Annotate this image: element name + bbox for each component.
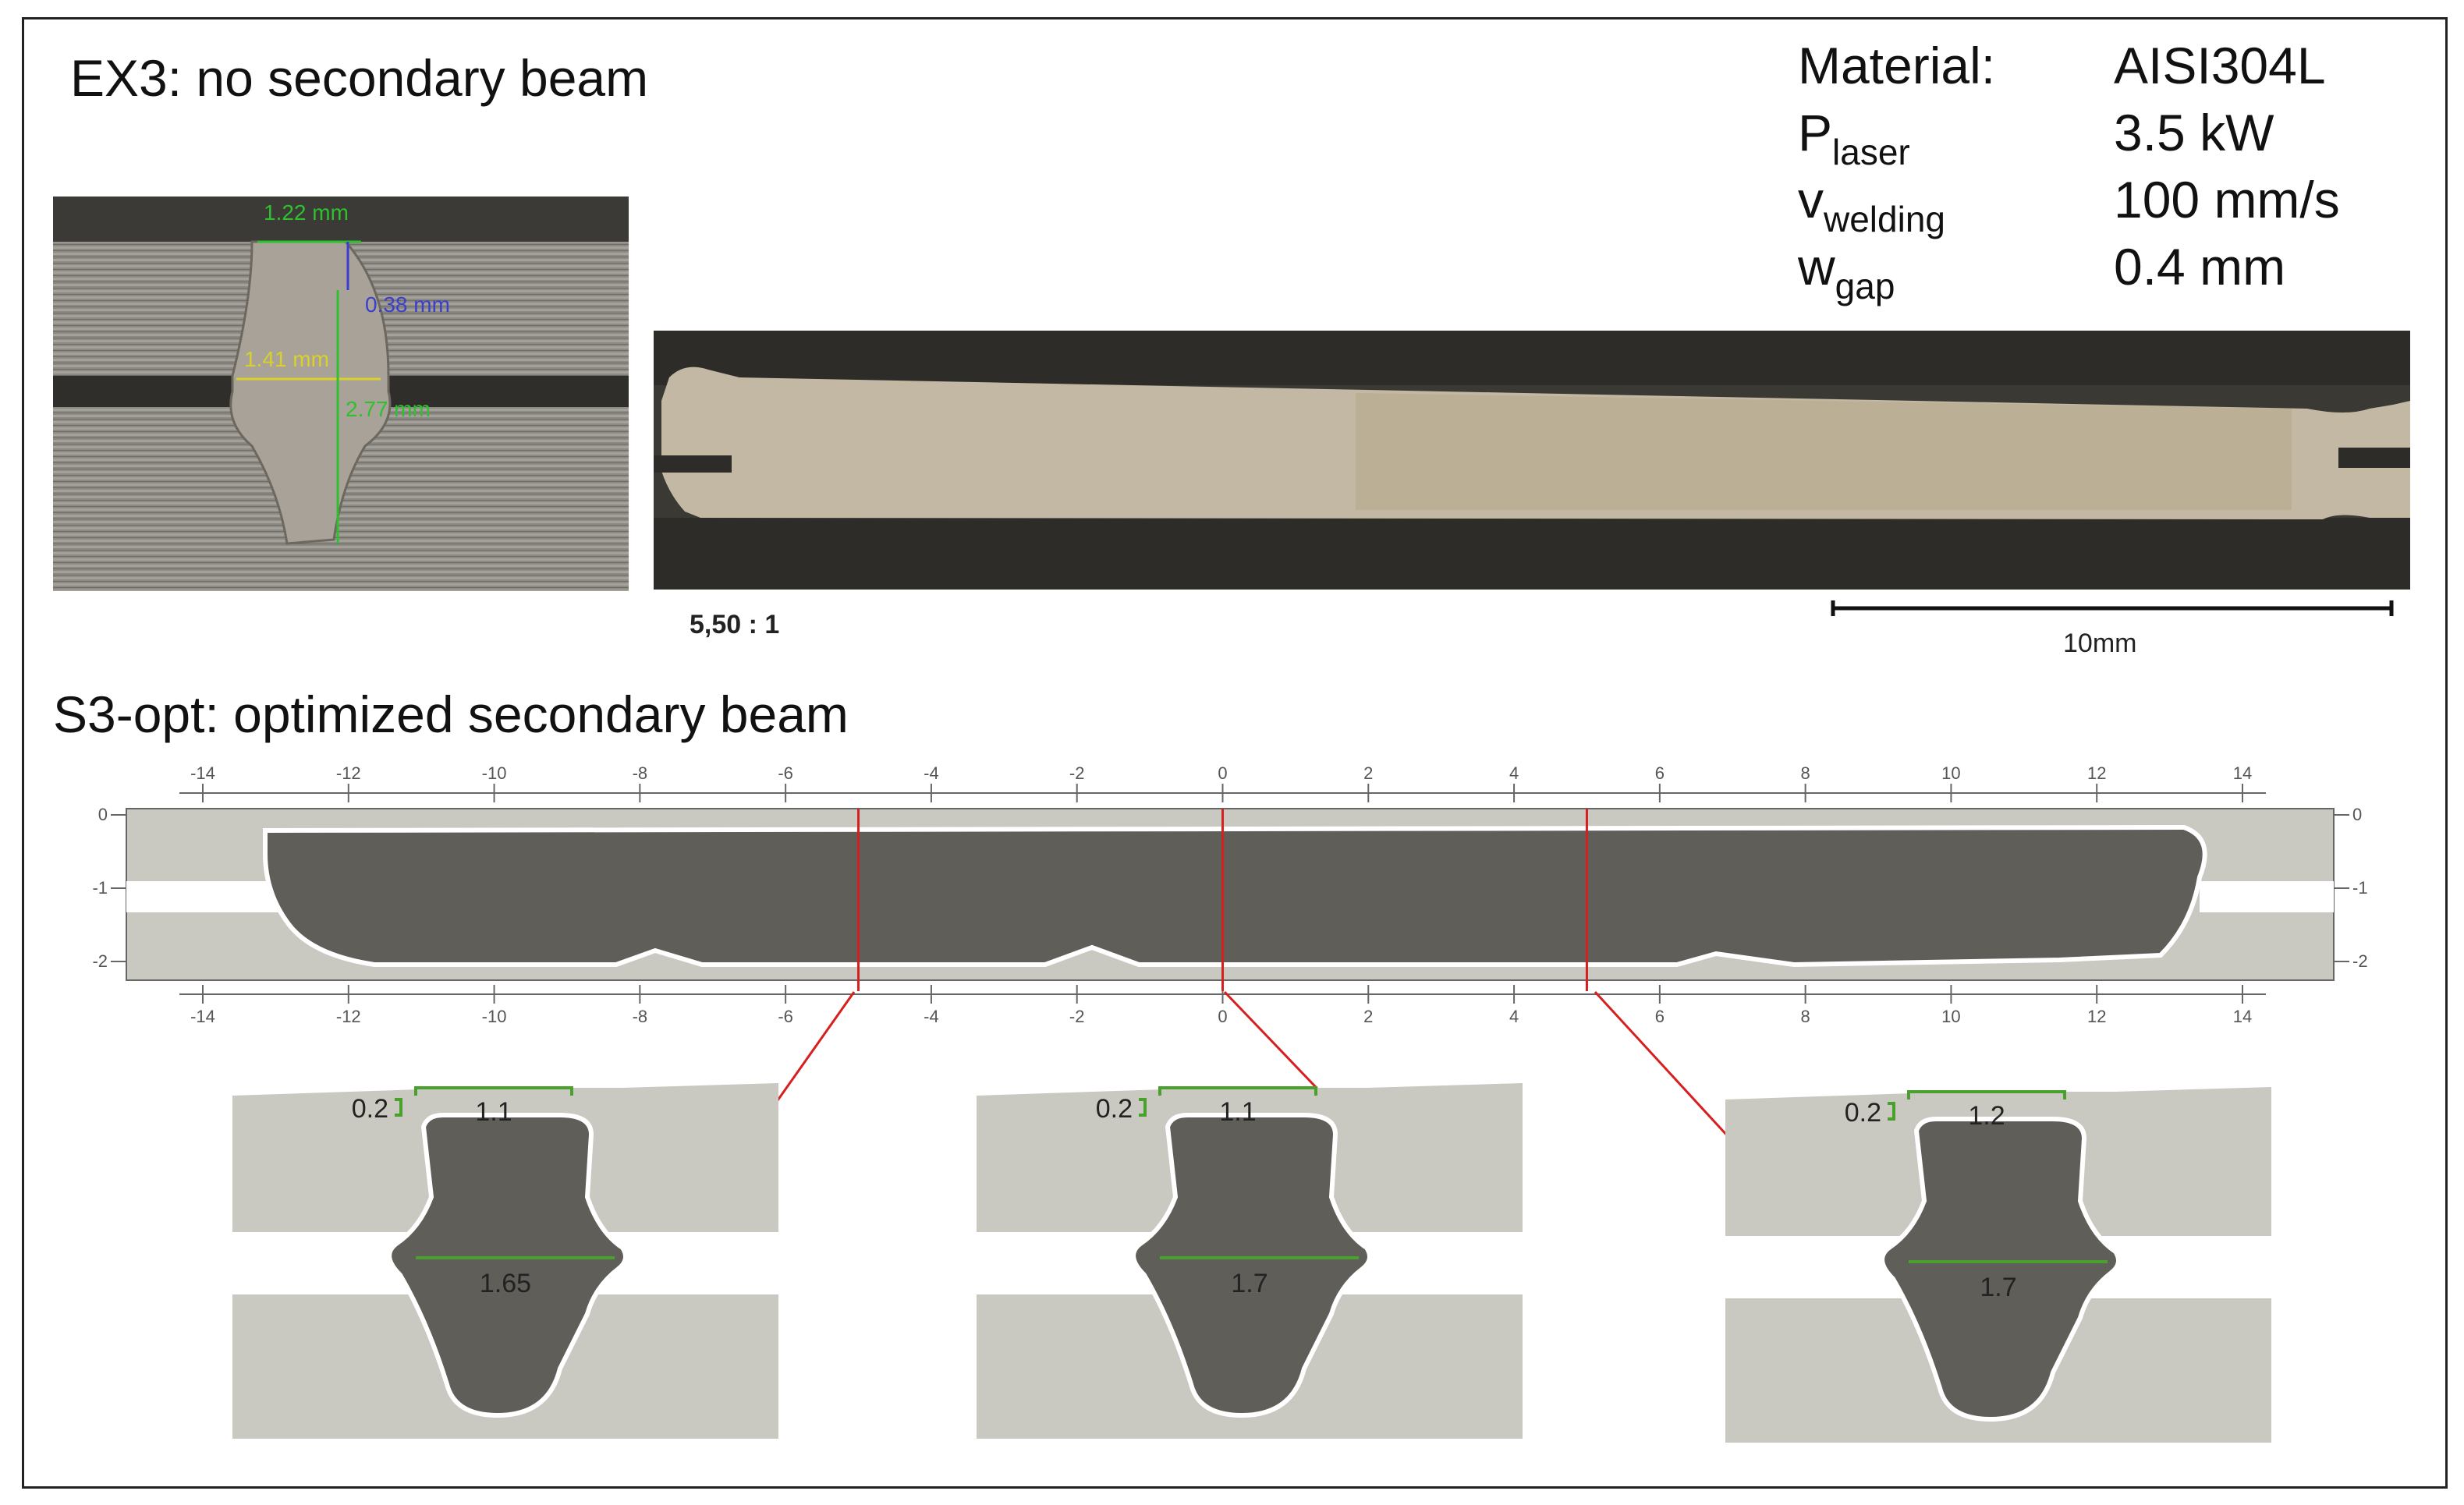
x-tick-label-bottom: -14 [190, 1007, 215, 1026]
x-tick-label-bottom: 4 [1509, 1007, 1519, 1026]
x-tick-label-bottom: -10 [482, 1007, 507, 1026]
mid-width-label: 1.7 [1980, 1273, 2016, 1302]
top-offset-label: 0.2 [1845, 1098, 1881, 1128]
x-tick-label-top: -4 [924, 763, 939, 783]
weld-cross-section [1131, 1113, 1372, 1418]
cross-section-1: 0.2 1.1 1.65 [232, 1083, 778, 1439]
param-material-value: AISI304L [2114, 37, 2326, 94]
x-tick-label-top: 4 [1509, 763, 1519, 783]
weld-cross-section [1880, 1117, 2121, 1422]
y-tick-label-left: -2 [92, 951, 108, 971]
param-welding-label: vwelding [1798, 171, 1945, 239]
cross-section-3: 0.2 1.2 1.7 [1725, 1087, 2271, 1443]
top-offset-bracket [1888, 1102, 1895, 1121]
mid-width-label: 1.7 [1231, 1269, 1267, 1298]
x-tick-label-top: -12 [336, 763, 361, 783]
scale-bar-label: 10mm [2063, 629, 2137, 658]
section-markers [857, 809, 1588, 991]
x-tick-label-top: 10 [1941, 763, 1960, 783]
ex3-depth-label: 2.77 mm [346, 397, 431, 421]
y-axis: 0 0 -1 -1 -2 -2 [92, 805, 2367, 971]
param-gap-value: 0.4 mm [2114, 238, 2286, 296]
magnification-label: 5,50 : 1 [690, 610, 780, 639]
param-material-label: Material: [1798, 37, 1996, 94]
x-tick-label-top: 12 [2087, 763, 2106, 783]
x-tick-label-bottom: -12 [336, 1007, 361, 1026]
x-tick-label-bottom: 2 [1363, 1007, 1373, 1026]
top-offset-bracket [1139, 1098, 1147, 1117]
x-tick-label-top: -10 [482, 763, 507, 783]
ex3-mid-width-label: 1.41 mm [244, 347, 329, 371]
x-tick-label-bottom: -6 [778, 1007, 793, 1026]
scale-bar [1831, 600, 2394, 616]
x-tick-label-top: -6 [778, 763, 793, 783]
ex3-title: EX3: no secondary beam [70, 49, 649, 107]
top-offset-label: 0.2 [352, 1094, 388, 1124]
x-tick-label-top: 2 [1363, 763, 1373, 783]
ex3-cross-section-micrograph: 1.22 mm 0.38 mm 1.41 mm 2.77 mm [53, 197, 629, 591]
x-tick-label-bottom: 0 [1218, 1007, 1227, 1026]
x-axis-bottom: -14 -12 -10 -8 -6 -4 -2 0 2 4 6 8 10 12 14 [179, 985, 2266, 1026]
mid-width-label: 1.65 [480, 1269, 531, 1298]
ex3-top-height-label: 0.38 mm [365, 292, 450, 317]
x-tick-label-top: 0 [1218, 763, 1227, 783]
param-welding-value: 100 mm/s [2114, 171, 2340, 228]
top-width-label: 1.1 [1219, 1097, 1256, 1127]
x-tick-label-bottom: 14 [2233, 1007, 2252, 1026]
top-width-bracket [414, 1086, 573, 1096]
top-offset-bracket [395, 1098, 402, 1117]
param-laser-value: 3.5 kW [2114, 104, 2274, 161]
ex3-longitudinal-micrograph [654, 331, 2410, 590]
y-tick-label-left: 0 [98, 805, 108, 824]
param-gap-label: wgap [1798, 238, 1895, 306]
x-tick-label-bottom: -2 [1069, 1007, 1085, 1026]
x-tick-label-top: 14 [2233, 763, 2252, 783]
top-width-bracket [1907, 1090, 2066, 1100]
x-tick-label-top: -8 [633, 763, 648, 783]
top-width-bracket [1158, 1086, 1317, 1096]
ex3-top-width-label: 1.22 mm [264, 200, 349, 225]
x-tick-label-bottom: 8 [1801, 1007, 1810, 1026]
x-tick-label-bottom: -8 [633, 1007, 648, 1026]
s3opt-title: S3-opt: optimized secondary beam [53, 685, 849, 743]
x-tick-label-bottom: 12 [2087, 1007, 2106, 1026]
y-tick-label-right: -2 [2352, 951, 2368, 971]
x-tick-label-top: 8 [1801, 763, 1810, 783]
gap-right [2200, 881, 2334, 912]
param-laser-label: Plaser [1798, 104, 1910, 172]
top-width-label: 1.1 [475, 1097, 512, 1127]
x-tick-label-top: 6 [1655, 763, 1665, 783]
weld-seam [263, 824, 2207, 968]
y-tick-label-right: -1 [2352, 878, 2368, 898]
top-offset-label: 0.2 [1096, 1094, 1133, 1124]
y-tick-label-left: -1 [92, 878, 108, 898]
y-tick-label-right: 0 [2352, 805, 2362, 824]
cross-section-2: 0.2 1.1 1.7 [977, 1083, 1523, 1439]
weld-cross-section [387, 1113, 628, 1418]
x-tick-label-bottom: -4 [924, 1007, 939, 1026]
top-width-label: 1.2 [1968, 1101, 2005, 1131]
x-tick-label-top: -2 [1069, 763, 1085, 783]
x-tick-label-bottom: 6 [1655, 1007, 1665, 1026]
x-axis-top: -14 -12 -10 -8 -6 -4 -2 0 2 4 6 8 10 12 14 [179, 763, 2266, 802]
x-tick-label-top: -14 [190, 763, 215, 783]
x-tick-label-bottom: 10 [1941, 1007, 1960, 1026]
